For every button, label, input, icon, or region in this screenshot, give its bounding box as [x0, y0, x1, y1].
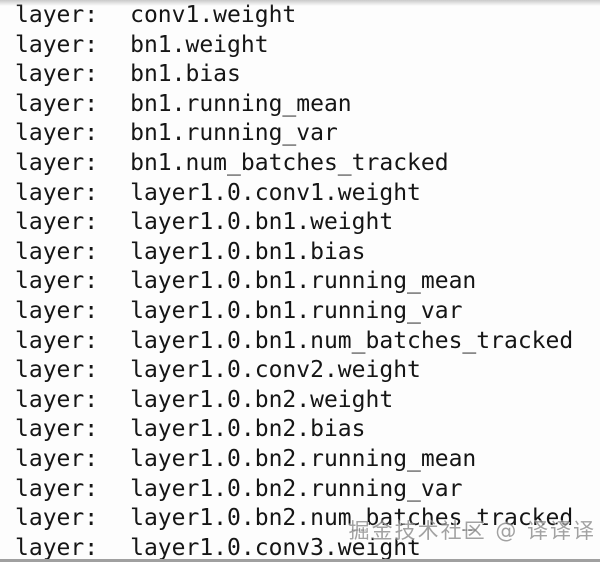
layer-prefix: layer: — [15, 238, 99, 265]
console-line: layer: layer1.0.bn1.running_var — [15, 297, 600, 327]
layer-name: layer1.0.conv2.weight — [130, 357, 421, 384]
console-line: layer: layer1.0.conv1.weight — [15, 179, 600, 209]
layer-prefix: layer: — [15, 179, 99, 206]
layer-name: layer1.0.bn2.running_var — [130, 475, 463, 502]
layer-prefix: layer: — [15, 534, 99, 561]
layer-prefix: layer: — [15, 445, 99, 472]
layer-prefix: layer: — [15, 149, 99, 176]
layer-name: bn1.running_var — [130, 120, 338, 147]
layer-prefix: layer: — [15, 386, 99, 413]
console-line: layer: bn1.weight — [15, 31, 600, 61]
layer-prefix: layer: — [15, 357, 99, 384]
layer-prefix: layer: — [15, 209, 99, 236]
layer-name: bn1.weight — [130, 31, 269, 58]
layer-prefix: layer: — [15, 31, 99, 58]
console-line: layer: layer1.0.bn1.bias — [15, 238, 600, 268]
console-line: layer: layer1.0.bn2.weight — [15, 386, 600, 416]
bottom-edge-bar — [0, 559, 600, 562]
layer-prefix: layer: — [15, 297, 99, 324]
layer-prefix: layer: — [15, 61, 99, 88]
layer-name: layer1.0.bn1.bias — [130, 238, 366, 265]
layer-name: layer1.0.conv3.weight — [130, 534, 421, 561]
console-line: layer: layer1.0.bn2.num_batches_tracked — [15, 504, 600, 534]
console-line: layer: layer1.0.bn1.running_mean — [15, 267, 600, 297]
layer-name: layer1.0.conv1.weight — [130, 179, 421, 206]
layer-prefix: layer: — [15, 90, 99, 117]
console-line: layer: layer1.0.conv2.weight — [15, 356, 600, 386]
layer-name: conv1.weight — [130, 2, 297, 28]
layer-prefix: layer: — [15, 327, 99, 354]
layer-name: layer1.0.bn1.running_mean — [130, 268, 477, 295]
watermark-text: 掘金技术社区 @ 译译译 — [348, 519, 596, 543]
layer-prefix: layer: — [15, 268, 99, 295]
console-line: layer: bn1.bias — [15, 60, 600, 90]
layer-name: layer1.0.bn2.num_batches_tracked — [130, 505, 574, 532]
layer-name: layer1.0.bn1.weight — [130, 209, 394, 236]
layer-name: layer1.0.bn2.bias — [130, 416, 366, 443]
console-line: layer: layer1.0.bn1.weight — [15, 208, 600, 238]
console-line: layer: layer1.0.conv3.weight — [15, 534, 600, 562]
layer-name: bn1.bias — [130, 61, 241, 88]
console-line: layer: bn1.running_mean — [15, 90, 600, 120]
layer-name: layer1.0.bn2.running_mean — [130, 445, 477, 472]
layer-prefix: layer: — [15, 416, 99, 443]
layer-name: bn1.running_mean — [130, 90, 352, 117]
console-line: layer: layer1.0.bn1.num_batches_tracked — [15, 327, 600, 357]
layer-prefix: layer: — [15, 505, 99, 532]
console-line: layer: conv1.weight — [15, 1, 600, 31]
layer-name: layer1.0.bn1.num_batches_tracked — [130, 327, 574, 354]
console-line: layer: bn1.num_batches_tracked — [15, 149, 600, 179]
console-line: layer: bn1.running_var — [15, 119, 600, 149]
console-line: layer: layer1.0.bn2.bias — [15, 415, 600, 445]
layer-name: bn1.num_batches_tracked — [130, 149, 449, 176]
layer-prefix: layer: — [15, 475, 99, 502]
console-line: layer: layer1.0.bn2.running_var — [15, 475, 600, 505]
layer-name: layer1.0.bn2.weight — [130, 386, 394, 413]
layer-name: layer1.0.bn1.running_var — [130, 297, 463, 324]
console-line: layer: layer1.0.bn2.running_mean — [15, 445, 600, 475]
layer-prefix: layer: — [15, 120, 99, 147]
layer-prefix: layer: — [15, 2, 99, 28]
